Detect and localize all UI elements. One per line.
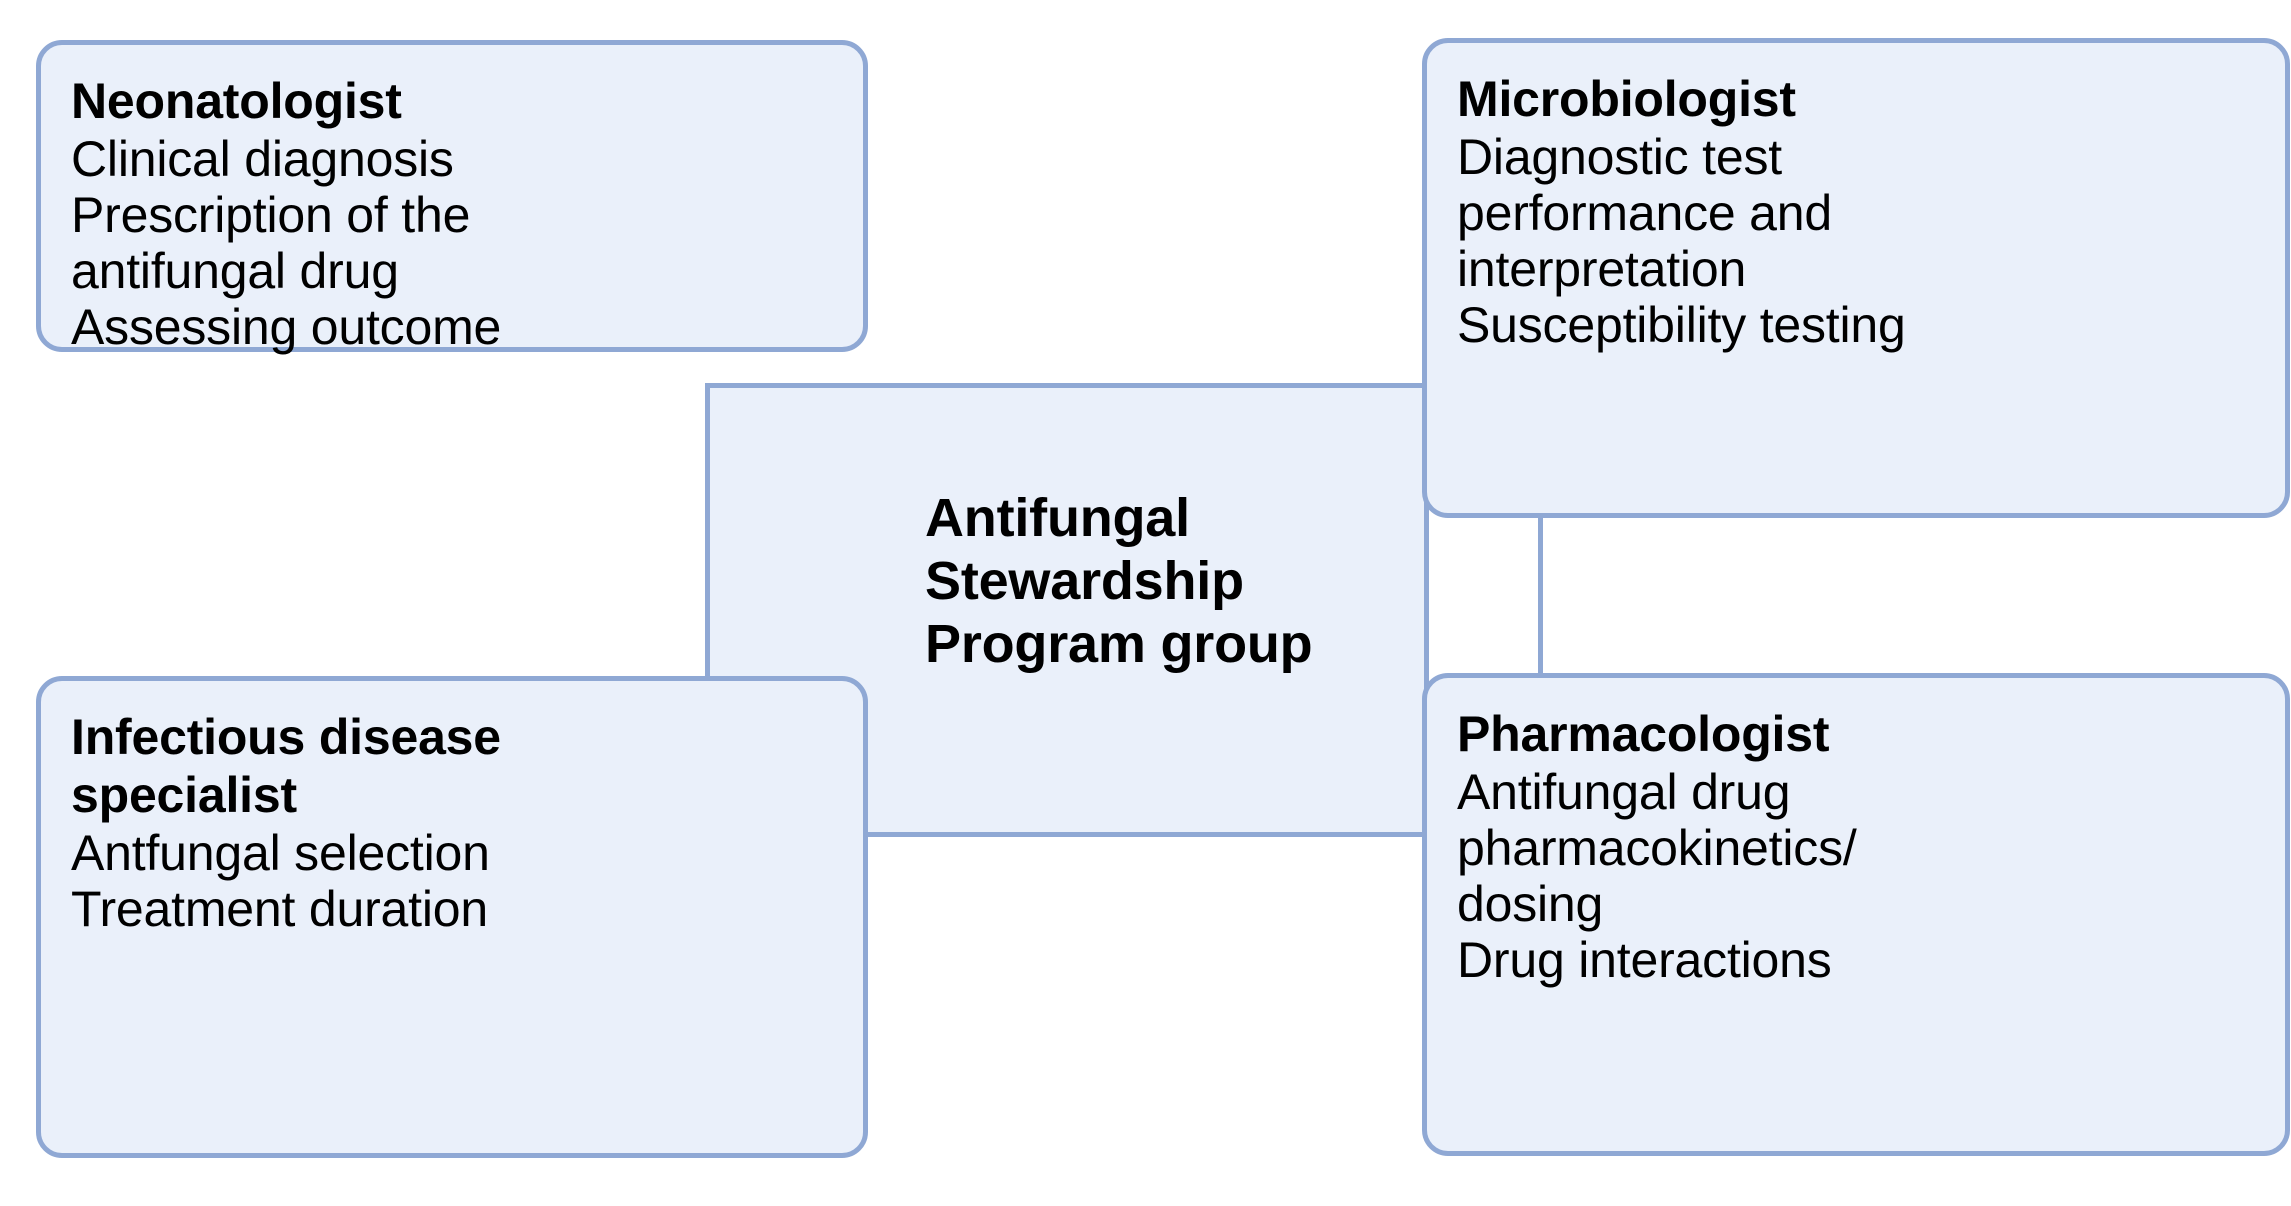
node-microbiologist-line-4: Susceptibility testing bbox=[1457, 297, 1906, 353]
connector-right-vertical bbox=[1538, 383, 1543, 837]
node-microbiologist-line-3: interpretation bbox=[1457, 241, 1747, 297]
node-infectious-disease-specialist[interactable]: Infectious disease specialist Antfungal … bbox=[36, 676, 868, 1158]
node-infectious-disease-specialist-line-2: Treatment duration bbox=[71, 881, 488, 937]
node-pharmacologist[interactable]: Pharmacologist Antifungal drug pharmacok… bbox=[1422, 673, 2290, 1156]
hub-title-line-1: Antifungal bbox=[925, 488, 1190, 548]
node-microbiologist-title: Microbiologist bbox=[1457, 71, 1796, 127]
hub-title-line-3: Program group bbox=[925, 614, 1313, 675]
node-neonatologist-line-3: antifungal drug bbox=[71, 243, 399, 299]
hub-title: Antifungal Stewardship Program group bbox=[925, 487, 1445, 677]
node-neonatologist-line-1: Clinical diagnosis bbox=[71, 131, 454, 187]
node-microbiologist-line-2: performance and bbox=[1457, 185, 1833, 241]
node-neonatologist-title: Neonatologist bbox=[71, 73, 402, 129]
connector-left-vertical bbox=[705, 383, 710, 837]
node-infectious-disease-specialist-title-line-2: specialist bbox=[71, 767, 297, 823]
node-neonatologist[interactable]: Neonatologist Clinical diagnosis Prescri… bbox=[36, 40, 868, 355]
hub-title-line-2: Stewardship bbox=[925, 551, 1244, 612]
node-infectious-disease-specialist-line-1: Antfungal selection bbox=[71, 825, 490, 881]
node-microbiologist-line-1: Diagnostic test bbox=[1457, 129, 1782, 185]
node-microbiologist[interactable]: Microbiologist Diagnostic test performan… bbox=[1422, 38, 2290, 518]
node-pharmacologist-title: Pharmacologist bbox=[1457, 706, 1830, 762]
node-pharmacologist-line-4: Drug interactions bbox=[1457, 932, 1832, 988]
node-pharmacologist-line-3: dosing bbox=[1457, 876, 1604, 932]
node-neonatologist-line-4: Assessing outcome bbox=[71, 299, 502, 355]
node-infectious-disease-specialist-title-line-1: Infectious disease bbox=[71, 709, 501, 765]
node-neonatologist-line-2: Prescription of the bbox=[71, 187, 471, 243]
node-pharmacologist-line-1: Antifungal drug bbox=[1457, 764, 1791, 820]
node-pharmacologist-line-2: pharmacokinetics/ bbox=[1457, 820, 1857, 876]
